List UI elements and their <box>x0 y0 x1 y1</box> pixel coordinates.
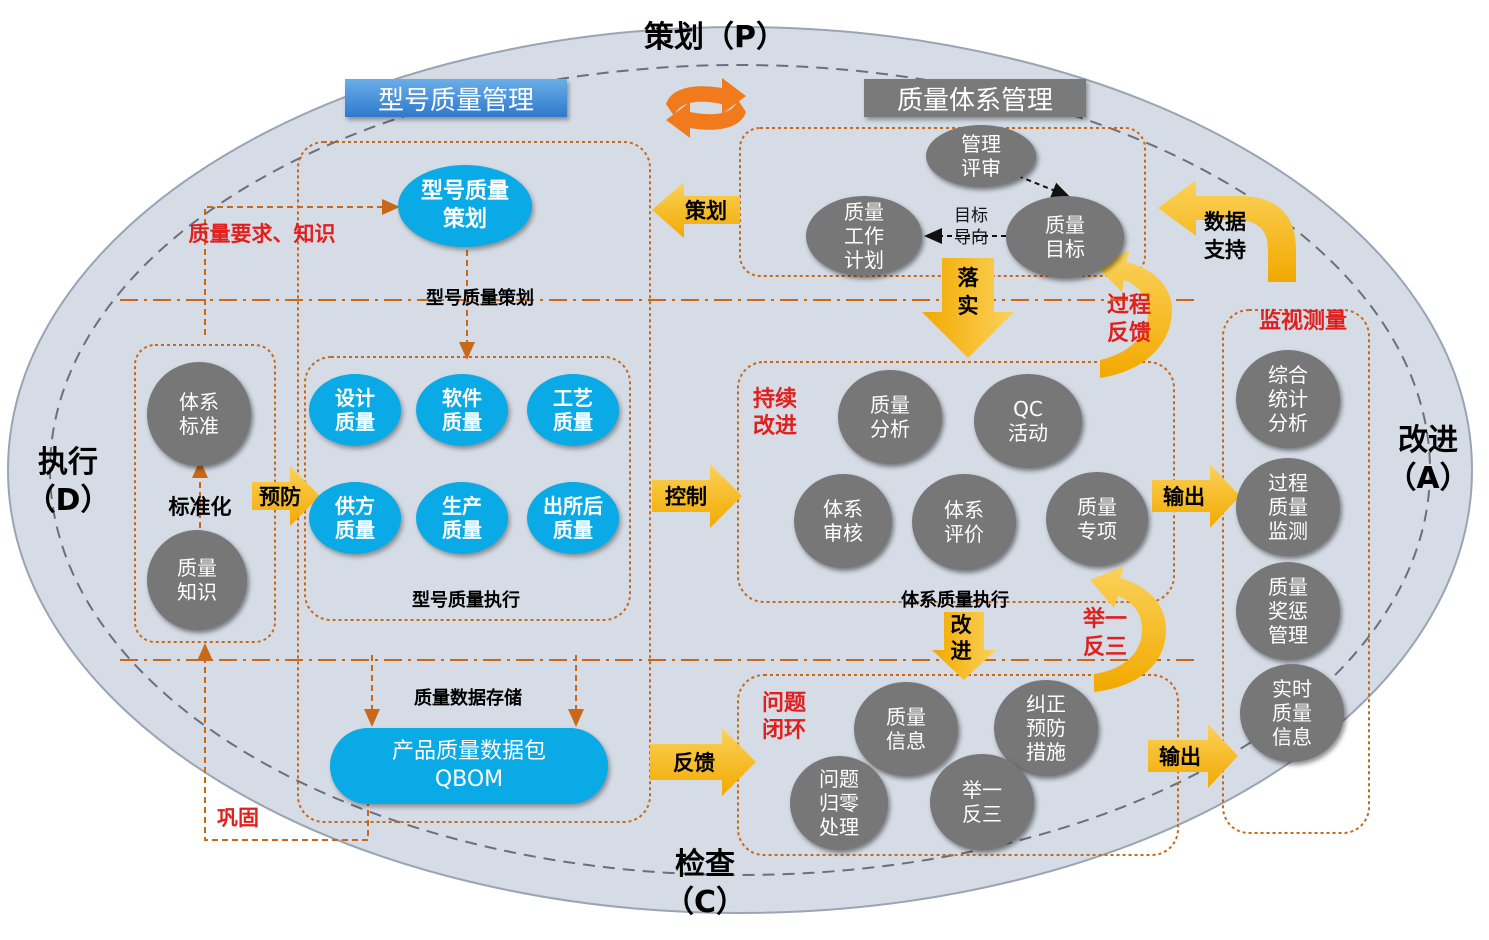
cycle-dashed-ellipse <box>49 64 1431 876</box>
process-monitoring-circle: 过程 质量 监测 <box>1236 458 1340 556</box>
prevent-arrow-label: 预防 <box>259 485 301 509</box>
control-arrow <box>652 464 742 528</box>
reward-penalty-circle: 质量 奖惩 管理 <box>1236 562 1340 660</box>
monitoring-title: 监视测量 <box>1258 309 1347 334</box>
pdca-do-label: 执行 （D） <box>25 445 111 518</box>
quality-knowledge-circle: 质量 知识 <box>147 530 247 630</box>
after-delivery-quality-circle: 出所后 质量 <box>527 482 619 554</box>
problem-closed-loop-label: 问题 闭环 <box>761 691 806 743</box>
quality-information-circle: 质量 信息 <box>854 682 958 776</box>
pdca-check-label: 检查 （C） <box>663 847 747 920</box>
pdca-act-label: 改进 （A） <box>1386 423 1470 496</box>
continuous-improvement-label: 持续 改进 <box>752 387 797 439</box>
quality-target-circle: 质量 目标 <box>1006 196 1124 278</box>
plan-arrow <box>652 182 740 238</box>
software-quality-circle: 软件 质量 <box>416 374 508 446</box>
realtime-info-circle: 实时 质量 信息 <box>1240 664 1344 762</box>
quality-analysis-circle: 质量 分析 <box>838 370 942 464</box>
quality-work-plan-circle: 质量 工作 计划 <box>806 196 922 276</box>
product-quality-data-package: 产品质量数据包 QBOM <box>330 728 608 804</box>
problem-zeroing-circle: 问题 归零 处理 <box>790 756 888 850</box>
feedback-arrow <box>650 728 756 796</box>
system-standard-circle: 体系 标准 <box>147 362 251 466</box>
process-feedback-arrow <box>1096 250 1172 378</box>
production-quality-circle: 生产 质量 <box>416 482 508 554</box>
output-arrow-2 <box>1148 724 1238 788</box>
improve-arrow-label: 改 进 <box>950 613 972 663</box>
draw-inferences-arrow <box>1090 566 1166 692</box>
system-execution-caption: 体系质量执行 <box>901 590 1009 611</box>
control-arrow-label: 控制 <box>665 485 707 509</box>
draw-inferences-label: 举一 反三 <box>1082 607 1127 660</box>
data-storage-caption: 质量数据存储 <box>414 688 522 709</box>
implement-arrow-label: 落 实 <box>957 266 979 318</box>
data-support-label: 数据 支持 <box>1204 210 1246 262</box>
data-support-arrow <box>1158 180 1296 282</box>
corrective-preventive-circle: 纠正 预防 措施 <box>994 680 1098 776</box>
model-execution-caption: 型号质量执行 <box>412 590 520 611</box>
design-quality-circle: 设计 质量 <box>309 374 401 446</box>
consolidate-label: 巩固 <box>217 806 259 830</box>
standardization-label: 标准化 <box>168 495 232 519</box>
process-quality-circle: 工艺 质量 <box>527 374 619 446</box>
cycle-icon <box>666 78 746 138</box>
supplier-quality-circle: 供方 质量 <box>309 482 401 554</box>
output-arrow-2-label: 输出 <box>1159 745 1201 769</box>
improve-arrow <box>932 612 996 680</box>
system-audit-circle: 体系 审核 <box>794 474 892 568</box>
requirements-label: 质量要求、知识 <box>188 222 336 246</box>
requirements-arrow <box>204 199 400 335</box>
qc-activity-circle: QC 活动 <box>974 374 1082 468</box>
goal-oriented-label: 目标 导向 <box>954 206 988 248</box>
prevent-arrow <box>252 466 320 526</box>
plan-arrow-label: 策划 <box>685 199 727 223</box>
model-quality-header: 型号质量管理 <box>345 79 567 117</box>
model-quality-planning-circle: 型号质量 策划 <box>398 165 532 247</box>
output-arrow-1 <box>1152 464 1240 528</box>
quality-special-circle: 质量 专项 <box>1046 472 1148 566</box>
system-quality-header: 质量体系管理 <box>864 79 1086 117</box>
process-feedback-label: 过程 反馈 <box>1106 293 1151 346</box>
implement-arrow <box>922 258 1014 358</box>
system-evaluation-circle: 体系 评价 <box>912 474 1016 570</box>
management-review-circle: 管理 评审 <box>926 125 1036 187</box>
monitoring-box <box>1222 309 1370 834</box>
pdca-plan-label: 策划（P） <box>644 20 786 55</box>
feedback-arrow-label: 反馈 <box>673 751 715 775</box>
model-planning-caption: 型号质量策划 <box>426 288 534 309</box>
output-arrow-1-label: 输出 <box>1163 485 1205 509</box>
draw-inferences-circle: 举一 反三 <box>930 754 1034 850</box>
comprehensive-analysis-circle: 综合 统计 分析 <box>1236 350 1340 448</box>
